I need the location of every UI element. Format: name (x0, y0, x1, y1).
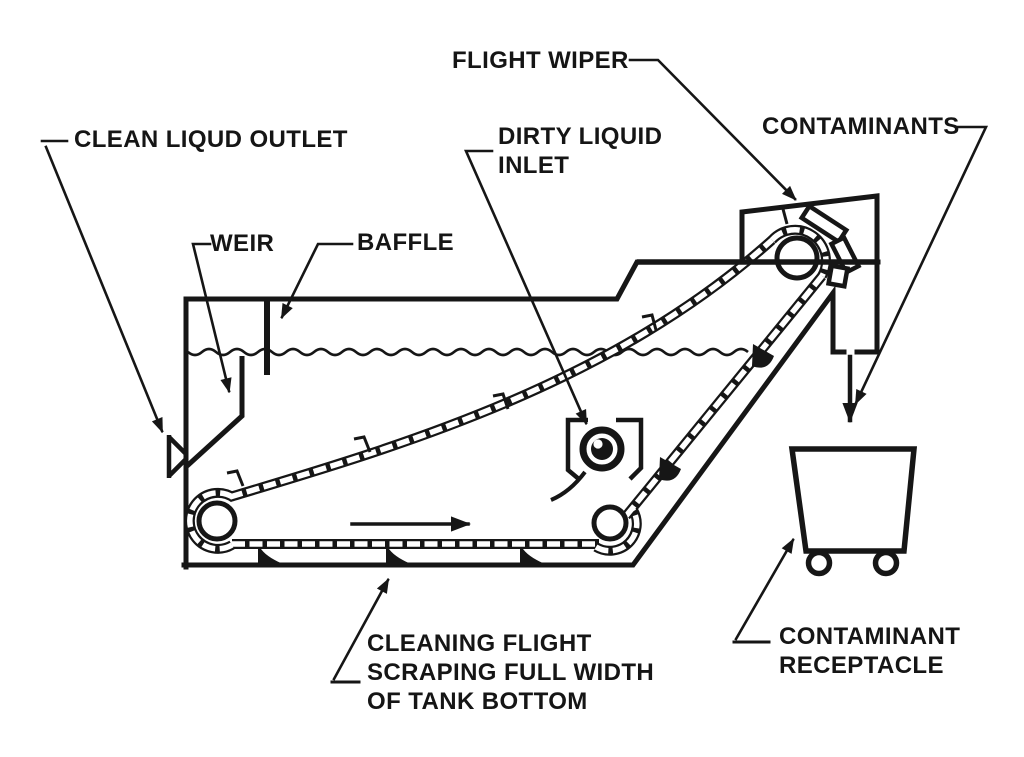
label-clean-liquid-outlet: CLEAN LIQUD OUTLET (74, 126, 348, 153)
weir-plate (185, 356, 245, 468)
conveyor-belt (184, 224, 831, 556)
outlet-spout (166, 435, 189, 478)
head-pulley (774, 235, 820, 281)
weir-arrow (191, 242, 232, 394)
inlet-fitting (550, 417, 644, 502)
label-flight-wiper: FLIGHT WIPER (452, 47, 629, 74)
clean-outlet-arrow (44, 145, 164, 434)
label-dirty-liquid-inlet: DIRTY LIQUID INLET (498, 123, 663, 179)
cart-wheel-left (805, 549, 833, 577)
tail-pulley (196, 500, 238, 542)
contaminants-arrow (854, 125, 989, 406)
receptacle-arrow (734, 538, 795, 641)
label-contaminant-receptacle: CONTAMINANT RECEPTACLE (779, 623, 961, 679)
lower-sprocket (591, 504, 629, 542)
label-weir: WEIR (210, 230, 275, 257)
cleaning-flight-arrow (332, 578, 390, 681)
flight-wiper-arrow (628, 58, 797, 201)
steep-flights (659, 344, 774, 481)
cart-wheel-right (872, 549, 900, 577)
upper-flight-ticks (226, 208, 789, 487)
label-baffle: BAFFLE (357, 229, 455, 256)
receptacle-cart (788, 446, 918, 577)
label-contaminants: CONTAMINANTS (762, 113, 960, 140)
bottom-flights (258, 549, 545, 564)
dirty-inlet-arrow (464, 149, 588, 426)
water-line (187, 347, 749, 357)
label-cleaning-flight: CLEANING FLIGHT SCRAPING FULL WIDTH OF T… (367, 630, 655, 715)
baffle-arrow (280, 242, 354, 320)
leader-lines (40, 58, 989, 684)
tank-outline (181, 193, 881, 570)
